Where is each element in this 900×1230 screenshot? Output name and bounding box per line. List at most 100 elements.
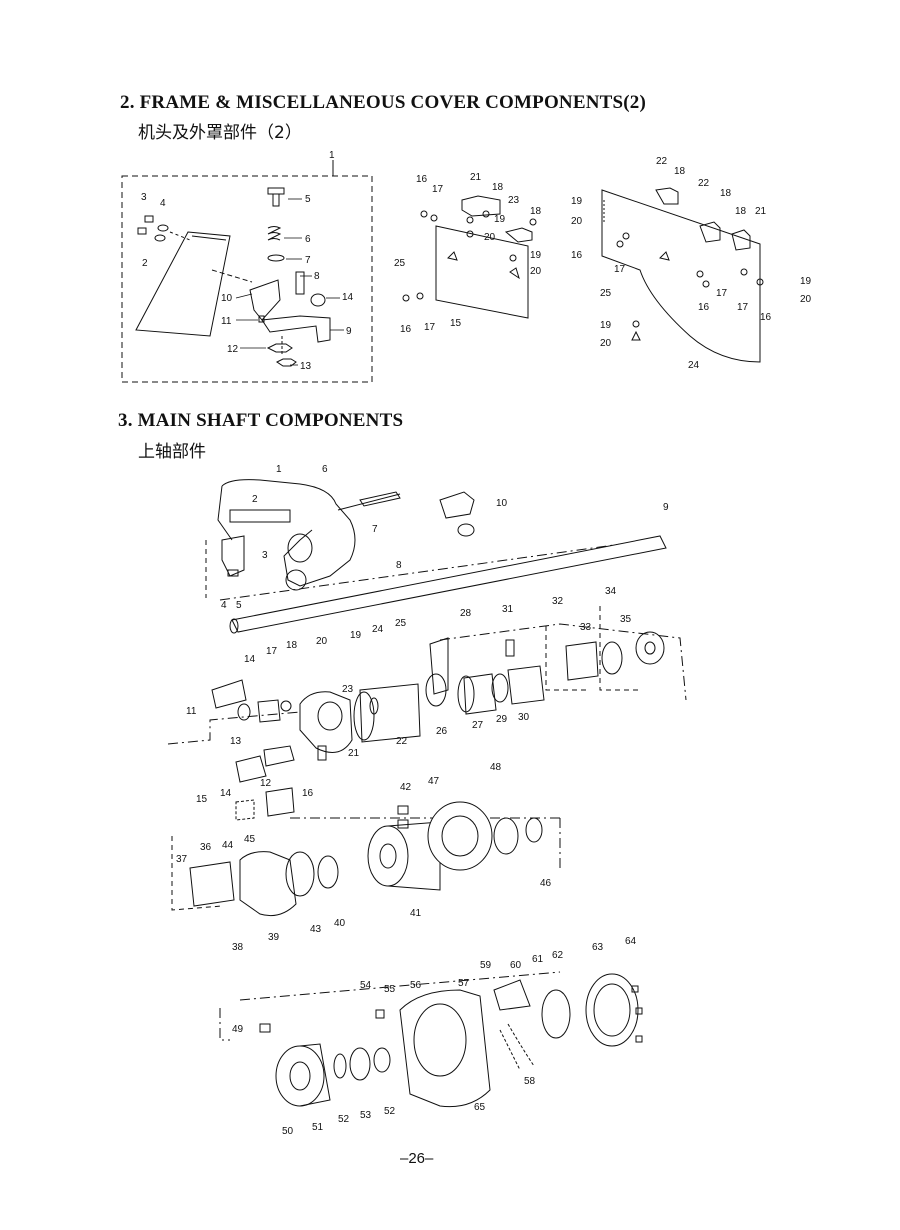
callout-label: 7	[372, 524, 378, 535]
callout-label: 39	[268, 932, 280, 943]
callout-label: 20	[571, 216, 583, 227]
callout-label: 16	[698, 302, 710, 313]
callout-label: 9	[663, 502, 669, 513]
callout-label: 21	[470, 172, 482, 183]
callout-label: 10	[221, 293, 233, 304]
section3-title: 3. MAIN SHAFT COMPONENTS	[118, 410, 404, 431]
callout-label: 20	[600, 338, 612, 349]
callout-label: 24	[688, 360, 700, 371]
pedal-assembly-diagram	[121, 160, 373, 383]
callout-label: 48	[490, 762, 502, 773]
callout-label: 60	[510, 960, 522, 971]
callout-label: 65	[474, 1102, 486, 1113]
callout-label: 6	[305, 234, 311, 245]
callout-label: 16	[302, 788, 314, 799]
callout-label: 25	[394, 258, 406, 269]
callout-label: 17	[424, 322, 436, 333]
callout-label: 5	[305, 194, 311, 205]
callout-label: 8	[396, 560, 402, 571]
callout-label: 18	[530, 206, 542, 217]
callout-label: 58	[524, 1076, 536, 1087]
callout-label: 5	[236, 600, 242, 611]
callout-label: 25	[395, 618, 407, 629]
side-cover-labels: 22 18 22 18 19 20 18 21 16 17 25 17 16 1…	[571, 156, 812, 371]
callout-label: 11	[221, 316, 232, 327]
callout-label: 25	[600, 288, 612, 299]
callout-label: 36	[200, 842, 212, 853]
callout-label: 22	[698, 178, 710, 189]
callout-label: 2	[142, 258, 148, 269]
callout-label: 59	[480, 960, 492, 971]
callout-label: 49	[232, 1024, 244, 1035]
callout-label: 47	[428, 776, 440, 787]
callout-label: 63	[592, 942, 604, 953]
callout-label: 17	[266, 646, 278, 657]
callout-label: 26	[436, 726, 448, 737]
main-shaft-diagram	[167, 479, 687, 1108]
cover-plate-labels: 16 17 21 18 19 23 18 20 19 20 25 16 17 1…	[394, 172, 542, 335]
callout-label: 21	[348, 748, 360, 759]
callout-label: 24	[372, 624, 384, 635]
callout-label: 12	[260, 778, 272, 789]
callout-label: 19	[494, 214, 506, 225]
callout-label: 18	[286, 640, 298, 651]
callout-label: 14	[244, 654, 256, 665]
callout-label: 43	[310, 924, 322, 935]
callout-label: 54	[360, 980, 372, 991]
callout-label: 29	[496, 714, 508, 725]
callout-label: 3	[141, 192, 147, 203]
callout-label: 19	[600, 320, 612, 331]
callout-label: 20	[316, 636, 328, 647]
callout-label: 34	[605, 586, 617, 597]
callout-label: 40	[334, 918, 346, 929]
callout-label: 19	[530, 250, 542, 261]
callout-label: 20	[530, 266, 542, 277]
callout-label: 30	[518, 712, 530, 723]
callout-label: 18	[720, 188, 732, 199]
callout-label: 7	[305, 255, 311, 266]
callout-label: 16	[760, 312, 772, 323]
callout-label: 19	[350, 630, 362, 641]
callout-label: 32	[552, 596, 564, 607]
cover-plate-diagram	[402, 195, 537, 319]
page-number: –26–	[400, 1150, 434, 1167]
callout-label: 23	[508, 195, 520, 206]
callout-label: 9	[346, 326, 352, 337]
callout-label: 20	[484, 232, 496, 243]
callout-label: 18	[674, 166, 686, 177]
callout-label: 44	[222, 840, 234, 851]
callout-label: 52	[338, 1114, 350, 1125]
callout-label: 20	[800, 294, 812, 305]
callout-label: 55	[384, 984, 396, 995]
callout-label: 38	[232, 942, 244, 953]
callout-label: 57	[458, 978, 470, 989]
callout-label: 10	[496, 498, 508, 509]
callout-label: 1	[329, 150, 335, 161]
section2-title: 2. FRAME & MISCELLANEOUS COVER COMPONENT…	[120, 92, 647, 113]
section2-subtitle: 机头及外罩部件（2）	[138, 123, 302, 143]
callout-label: 13	[300, 361, 312, 372]
callout-label: 2	[252, 494, 258, 505]
callout-label: 12	[227, 344, 239, 355]
callout-label: 8	[314, 271, 320, 282]
callout-label: 15	[450, 318, 462, 329]
callout-label: 45	[244, 834, 256, 845]
callout-label: 41	[410, 908, 422, 919]
callout-label: 35	[620, 614, 632, 625]
callout-label: 15	[196, 794, 208, 805]
callout-label: 22	[656, 156, 668, 167]
callout-label: 3	[262, 550, 268, 561]
callout-label: 23	[342, 684, 354, 695]
callout-label: 33	[580, 622, 592, 633]
callout-label: 11	[186, 706, 197, 717]
callout-label: 52	[384, 1106, 396, 1117]
callout-label: 46	[540, 878, 552, 889]
callout-label: 61	[532, 954, 544, 965]
callout-label: 22	[396, 736, 408, 747]
callout-label: 18	[492, 182, 504, 193]
main-shaft-labels: 1 2 6 10 9 3 7 8 4 5 28 31 32 34 33 35 1…	[176, 464, 669, 1137]
callout-label: 27	[472, 720, 484, 731]
callout-label: 18	[735, 206, 747, 217]
